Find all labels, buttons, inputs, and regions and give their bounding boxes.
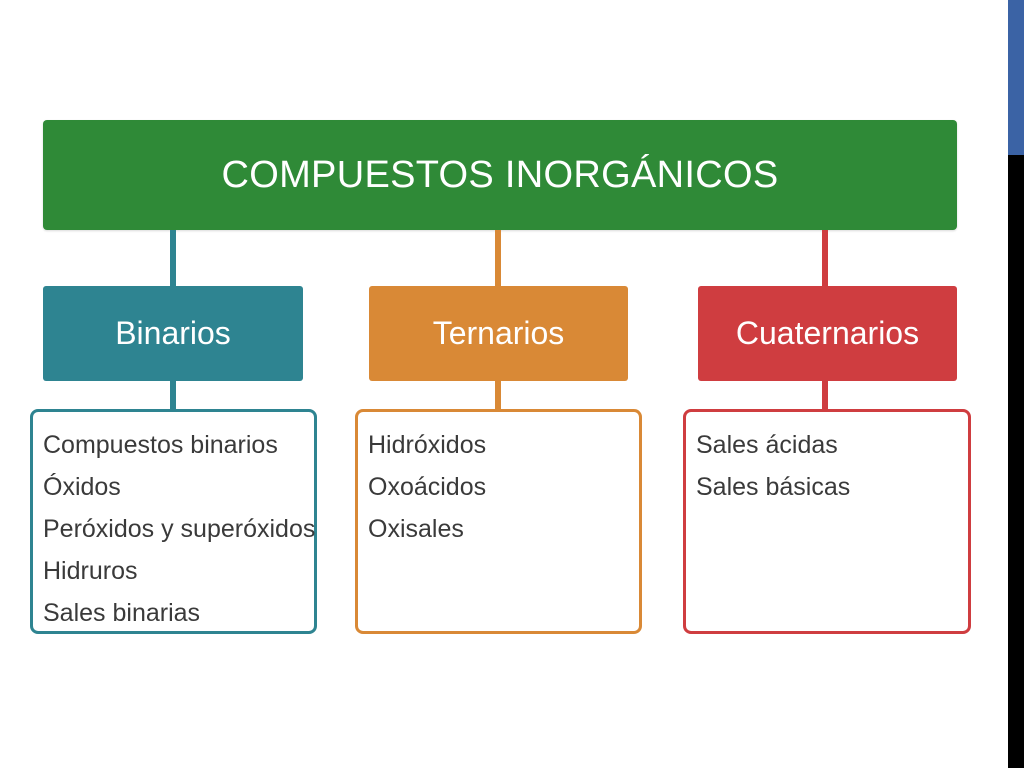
list-item: Oxisales	[368, 515, 464, 543]
category-cuaternarios-label: Cuaternarios	[735, 315, 920, 351]
connector-cuaternarios-top	[822, 230, 828, 286]
root-node: COMPUESTOS INORGÁNICOS	[43, 120, 957, 230]
category-binarios: Binarios	[43, 286, 303, 381]
list-item: Hidruros	[43, 557, 138, 585]
connector-cuaternarios-bottom	[822, 381, 828, 411]
list-item: Peróxidos y superóxidos	[43, 515, 316, 543]
root-node-label: COMPUESTOS INORGÁNICOS	[221, 153, 779, 196]
connector-binarios-top	[170, 230, 176, 286]
list-item: Sales binarias	[43, 599, 201, 627]
connector-binarios-bottom	[170, 381, 176, 411]
list-item: Sales ácidas	[696, 431, 838, 459]
slide-edge-bar	[1008, 155, 1024, 768]
category-cuaternarios: Cuaternarios	[698, 286, 957, 381]
category-ternarios: Ternarios	[369, 286, 628, 381]
list-item: Hidróxidos	[368, 431, 487, 459]
list-item: Óxidos	[43, 473, 121, 501]
list-item: Sales básicas	[696, 473, 851, 501]
category-ternarios-label: Ternarios	[432, 315, 565, 351]
list-cuaternarios: Sales ácidas Sales básicas	[683, 409, 971, 634]
list-ternarios: Hidróxidos Oxoácidos Oxisales	[355, 409, 642, 634]
list-binarios: Compuestos binarios Óxidos Peróxidos y s…	[30, 409, 317, 634]
connector-ternarios-bottom	[495, 381, 501, 411]
category-binarios-label: Binarios	[115, 315, 231, 351]
list-item: Compuestos binarios	[43, 431, 278, 459]
list-item: Oxoácidos	[368, 473, 487, 501]
slide-accent-bar	[1008, 0, 1024, 155]
connector-ternarios-top	[495, 230, 501, 286]
